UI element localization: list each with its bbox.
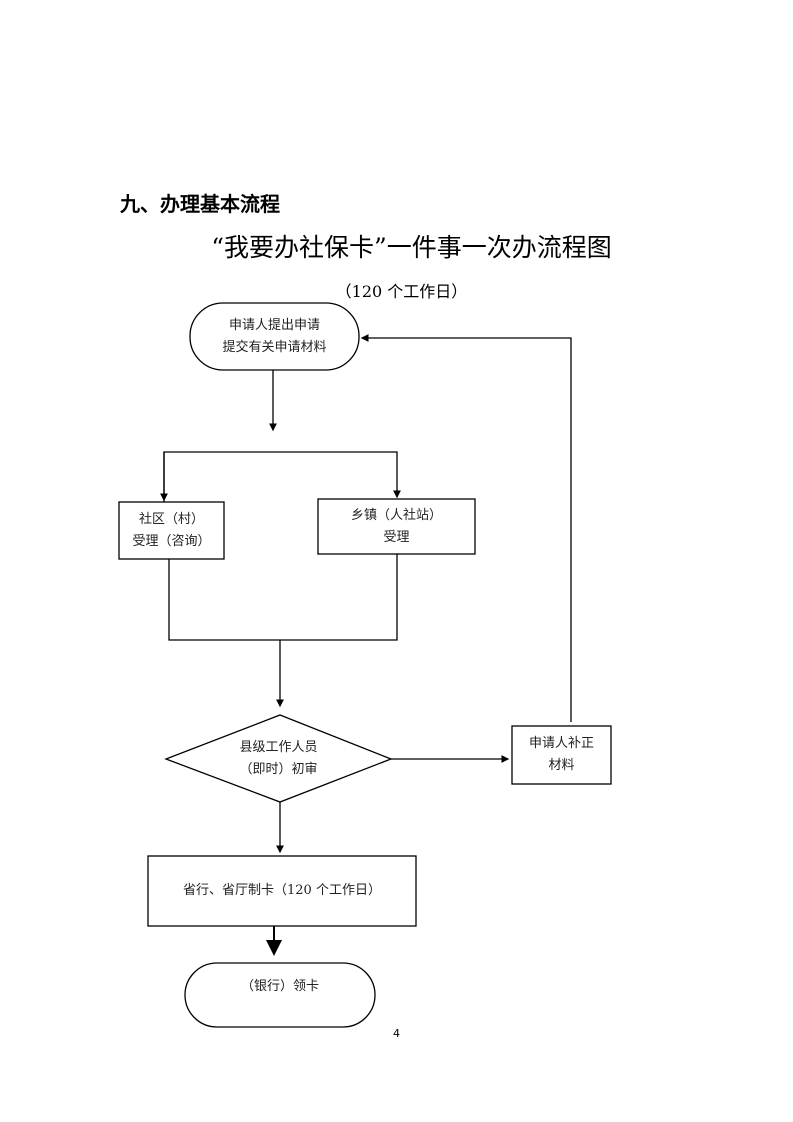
- connector-split: [163, 451, 401, 502]
- connector-merge: [168, 554, 398, 641]
- connector-loop-back: [360, 334, 572, 722]
- township-node-line1: 乡镇（人社站）: [350, 507, 442, 523]
- community-node: 社区（村） 受理（咨询）: [119, 502, 224, 559]
- card-making-node-shape: [147, 855, 417, 927]
- community-node-line1: 社区（村）: [138, 511, 204, 527]
- page-number: 4: [393, 1027, 400, 1040]
- start-node-line1: 申请人提出申请: [228, 317, 320, 333]
- card-making-node: 省行、省厅制卡（120 个工作日）: [148, 856, 416, 926]
- county-review-line1: 县级工作人员: [239, 739, 318, 755]
- end-node: （银行）领卡: [185, 960, 375, 1014]
- community-node-line2: 受理（咨询）: [132, 533, 211, 549]
- end-node-shape: [184, 962, 376, 1028]
- start-node-shape: [189, 302, 360, 371]
- township-node: 乡镇（人社站） 受理: [318, 499, 475, 554]
- community-node-shape: [118, 501, 225, 560]
- flowchart-title: “我要办社保卡”一件事一次办流程图: [211, 233, 612, 262]
- county-review-line2: （即时）初审: [239, 761, 318, 777]
- county-review-node: 县级工作人员 （即时）初审: [166, 715, 391, 802]
- township-node-line2: 受理: [383, 529, 410, 545]
- end-node-line1: （银行）领卡: [240, 979, 319, 994]
- card-making-line1: 省行、省厅制卡（120 个工作日）: [183, 883, 381, 898]
- supplement-line1: 申请人补正: [528, 736, 594, 751]
- section-heading: 九、办理基本流程: [120, 192, 280, 216]
- start-node: 申请人提出申请 提交有关申请材料: [190, 303, 359, 370]
- flowchart-subtitle: （120 个工作日）: [335, 282, 468, 301]
- start-node-line2: 提交有关申请材料: [222, 339, 327, 355]
- supplement-line2: 材料: [548, 758, 575, 773]
- supplement-node: 申请人补正 材料: [512, 726, 611, 784]
- supplement-node-shape: [511, 725, 612, 785]
